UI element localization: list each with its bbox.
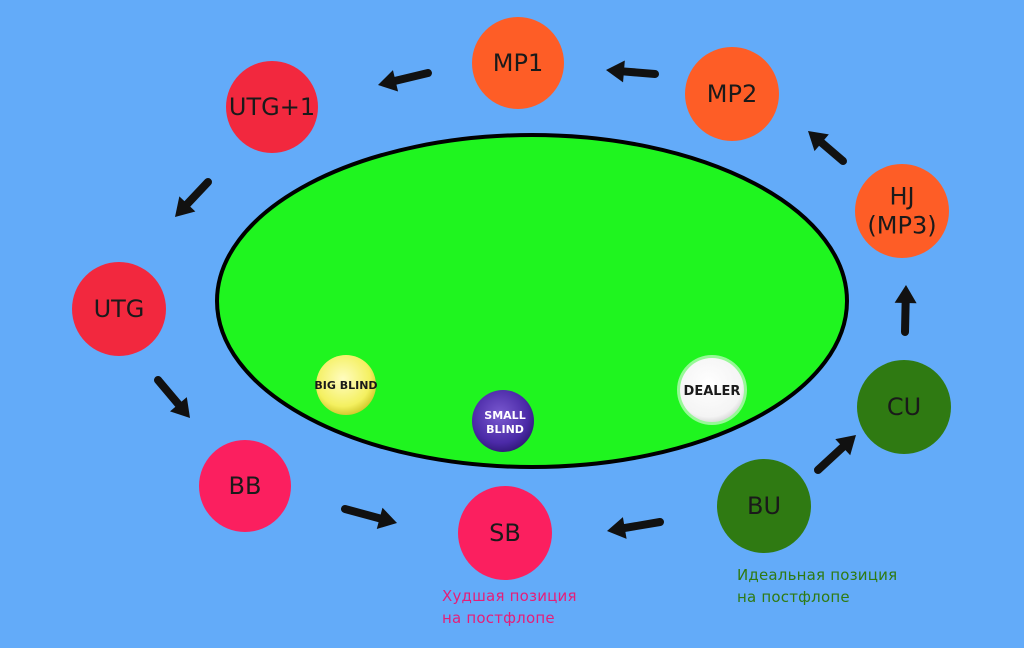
seat-cu-circle: [857, 360, 951, 454]
seat-utg-label: UTG: [94, 295, 145, 323]
seat-cu: CU: [857, 360, 951, 454]
seat-utg: UTG: [72, 262, 166, 356]
arrow-mp1-to-utg1-icon: [378, 69, 432, 92]
seat-hj: HJ(MP3): [855, 164, 949, 258]
arrow-bu-to-sb-icon: [607, 517, 664, 539]
seat-hj-circle: [855, 164, 949, 258]
worst-position-note: Худшая позиция на постфлопе: [442, 585, 577, 629]
seat-bu-label: BU: [747, 492, 781, 520]
dealer-chip-label: DEALER: [684, 384, 741, 399]
small-blind-chip-label-line2: BLIND: [486, 423, 524, 436]
seat-cu-label: CU: [887, 393, 921, 421]
seat-utg-circle: [72, 262, 166, 356]
arrow-group: [154, 60, 917, 539]
arrow-mp2-to-mp1-icon: [606, 60, 659, 83]
seat-mp1: MP1: [472, 17, 564, 109]
seat-sb: SB: [458, 486, 552, 580]
dealer-chip: DEALER: [677, 355, 747, 425]
arrow-utg-to-bb-icon: [154, 376, 190, 418]
seat-utg1: UTG+1: [226, 61, 318, 153]
seat-sb-circle: [458, 486, 552, 580]
seat-hj-label: HJ: [889, 183, 914, 211]
small-blind-chip-label-line1: SMALL: [484, 409, 525, 422]
worst-position-note-line1: Худшая позиция: [442, 587, 577, 605]
seat-bb-circle: [199, 440, 291, 532]
seat-mp1-circle: [472, 17, 564, 109]
big-blind-chip-label: BIG BLIND: [314, 379, 377, 392]
ideal-position-note-line2: на постфлопе: [737, 588, 850, 606]
seat-bu-circle: [717, 459, 811, 553]
seat-bb-label: BB: [229, 472, 262, 500]
big-blind-chip: BIG BLIND: [314, 355, 378, 415]
ideal-position-note: Идеальная позиция на постфлопе: [737, 564, 897, 608]
small-blind-chip: SMALL BLIND: [472, 390, 534, 452]
seat-hj-label-line2: (MP3): [867, 212, 936, 240]
seat-utg1-label: UTG+1: [229, 93, 315, 121]
seat-mp2-circle: [685, 47, 779, 141]
arrow-utg1-to-utg-icon: [175, 178, 212, 217]
seat-mp1-label: MP1: [493, 49, 543, 77]
arrow-bb-to-sb-icon: [341, 505, 397, 529]
arrow-hj-to-mp2-icon: [808, 131, 847, 165]
seat-sb-label: SB: [489, 519, 521, 547]
worst-position-note-line2: на постфлопе: [442, 609, 555, 627]
ideal-position-note-line1: Идеальная позиция: [737, 566, 898, 584]
arrow-cu-to-hj-icon: [894, 285, 917, 336]
seat-bu: BU: [717, 459, 811, 553]
seat-mp2-label: MP2: [707, 80, 757, 108]
seat-mp2: MP2: [685, 47, 779, 141]
seat-utg1-circle: [226, 61, 318, 153]
seat-bb: BB: [199, 440, 291, 532]
arrow-bu-to-cu-icon: [814, 435, 856, 474]
